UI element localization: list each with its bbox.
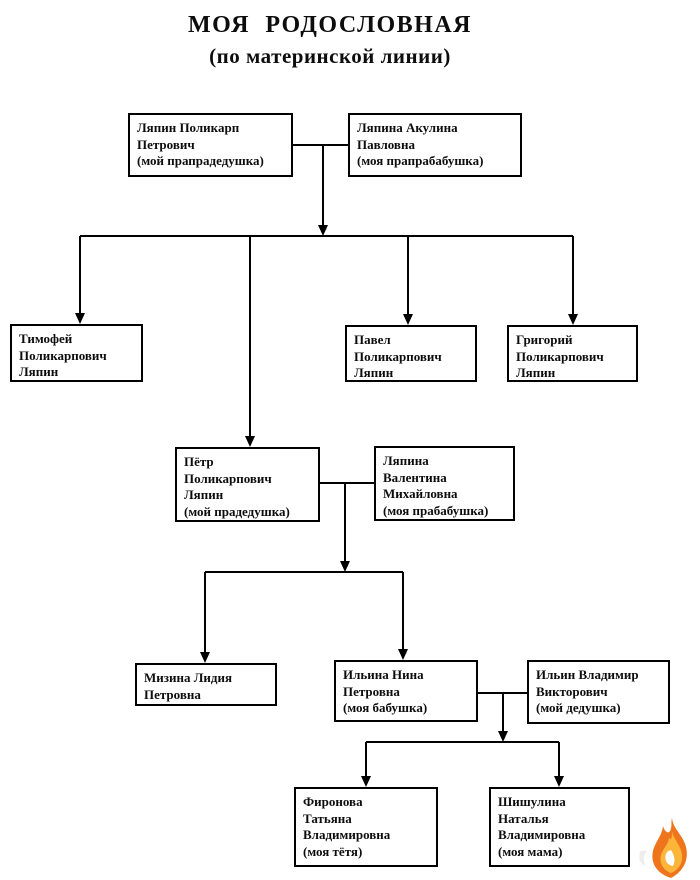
person-box-grandfather: Ильин Владимир Викторович (мой дедушка): [527, 660, 670, 724]
person-box-great-grandmother: Ляпина Валентина Михайловна (моя прабабу…: [374, 446, 515, 521]
person-box-mizina: Мизина Лидия Петровна: [135, 663, 277, 706]
person-box-great-great-grandfather: Ляпин Поликарп Петрович (мой прапрадедуш…: [128, 113, 293, 177]
couple-line-gen1: [79, 144, 574, 781]
person-box-aunt: Фиронова Татьяна Владимировна (моя тётя): [294, 787, 438, 867]
diagram-title: МОЯ РОДОСЛОВНАЯ: [187, 12, 473, 38]
person-box-mother: Шишулина Наталья Владимировна (моя мама): [489, 787, 630, 867]
arrowheads: [75, 225, 578, 787]
person-box-pavel: Павел Поликарпович Ляпин: [345, 325, 477, 382]
person-box-grandmother: Ильина Нина Петровна (моя бабушка): [334, 660, 478, 722]
person-box-timofey: Тимофей Поликарпович Ляпин: [10, 324, 143, 382]
person-box-grigory: Григорий Поликарпович Ляпин: [507, 325, 638, 382]
person-box-great-great-grandmother: Ляпина Акулина Павловна (моя прапрабабуш…: [348, 113, 522, 177]
flame-icon: [639, 818, 687, 878]
diagram-subtitle: (по материнской линии): [209, 44, 451, 68]
person-box-great-grandfather: Пётр Поликарпович Ляпин (мой прадедушка): [175, 447, 320, 522]
